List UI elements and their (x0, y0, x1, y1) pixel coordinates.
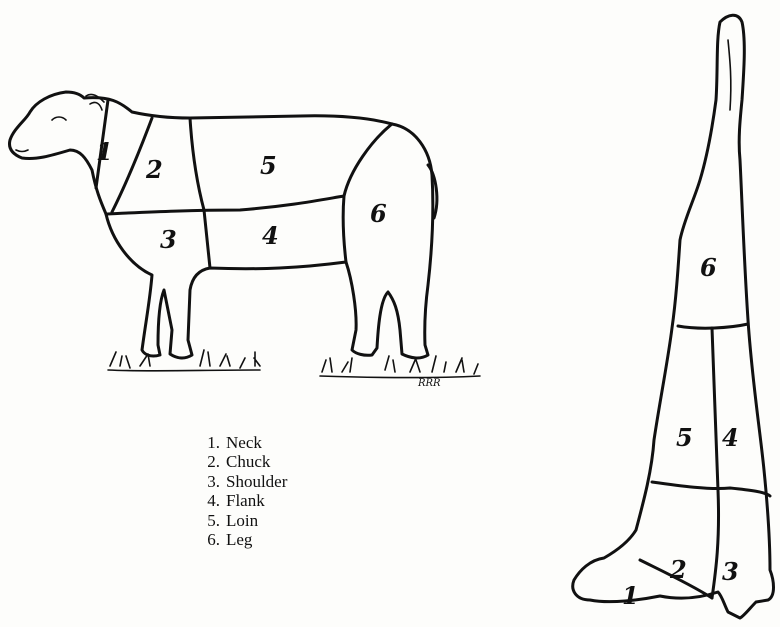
carcass-cut-lower (652, 482, 770, 496)
cuts-legend: 1. Neck 2. Chuck 3. Shoulder 4. Flank 5. Loin… (198, 433, 287, 549)
legend-number: 3. (198, 472, 220, 491)
carcass-cut-center (712, 328, 719, 598)
legend-label: Leg (226, 530, 252, 549)
legend-number: 4. (198, 491, 220, 510)
legend-number: 5. (198, 511, 220, 530)
legend-label: Loin (226, 511, 258, 530)
carcass-bone-inner (728, 40, 731, 110)
hanging-region-label-4: 4 (722, 423, 739, 452)
hanging-region-label-5: 5 (676, 423, 693, 452)
legend-item: 4. Flank (198, 491, 287, 510)
legend-item: 5. Loin (198, 511, 287, 530)
hanging-region-label-2: 2 (669, 555, 687, 584)
legend-label: Chuck (226, 452, 270, 471)
legend-item: 6. Leg (198, 530, 287, 549)
legend-number: 1. (198, 433, 220, 452)
hanging-region-label-6: 6 (700, 253, 717, 282)
legend-item: 2. Chuck (198, 452, 287, 471)
legend-number: 2. (198, 452, 220, 471)
legend-label: Flank (226, 491, 265, 510)
legend-number: 6. (198, 530, 220, 549)
legend-item: 1. Neck (198, 433, 287, 452)
legend-label: Neck (226, 433, 262, 452)
legend-label: Shoulder (226, 472, 287, 491)
hanging-region-label-3: 3 (722, 557, 739, 586)
carcass-outline (573, 15, 774, 618)
hanging-region-label-1: 1 (622, 581, 639, 610)
legend-item: 3. Shoulder (198, 472, 287, 491)
